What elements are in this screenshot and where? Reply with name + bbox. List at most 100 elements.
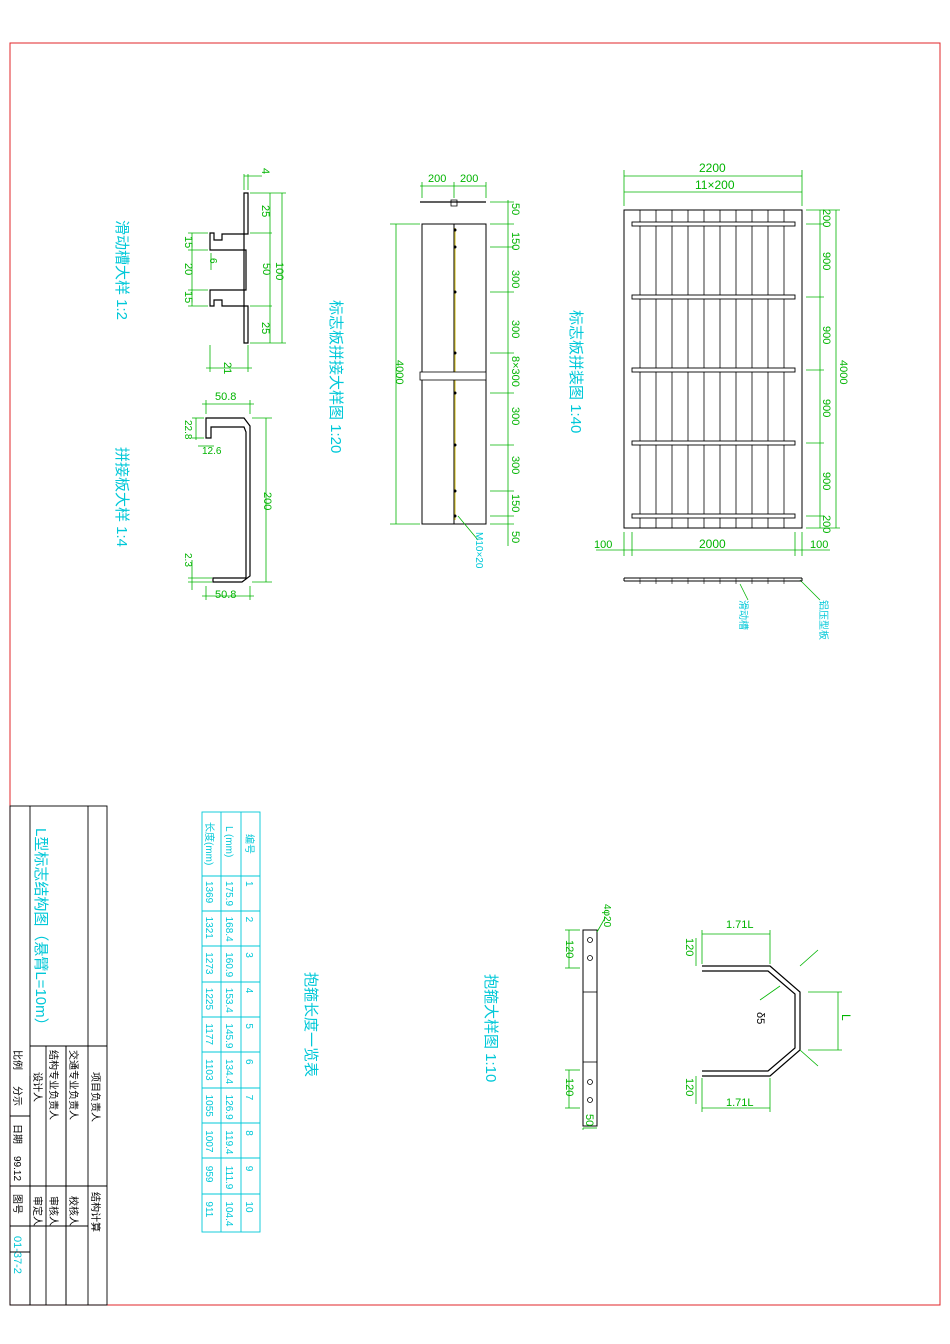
plate-dim-11x200: 11×200 [695,178,735,192]
joint-dim-228: 22.8 [182,420,193,440]
sign-plate-outline [623,209,803,529]
table-header-l: L (mm) [223,826,234,857]
joint-dim-8x300: 8×300 [509,356,521,387]
joint-dim-200: 200 [261,492,273,510]
joint-plate-title: 拼接板大样 1:4 [113,447,131,547]
joint-dim-4000: 4000 [393,360,405,384]
joint-dim-50b: 50 [509,531,521,543]
table-cell-no: 5 [243,1023,254,1029]
joint-dim-126: 12.6 [202,446,222,457]
drawing-frame [9,42,941,1306]
hoop-dim-171b: 1.71L [726,1097,754,1109]
table-cell-len: 1225 [203,988,214,1011]
table-cell-no: 3 [243,952,254,958]
slide-dim-100: 100 [273,262,285,280]
sign-joint-break [419,371,487,381]
table-cell-l: 145.9 [223,1023,234,1048]
sign-joint-title: 标志板拼接大样图 1:20 [327,300,345,453]
hoop-title: 抱箍大样图 1:10 [482,974,499,1082]
slide-dim-15a: 15 [182,236,194,248]
table-cell-l: 104.4 [223,1201,234,1226]
table-cell-l: 168.4 [223,917,234,942]
table-cell-l: 160.9 [223,952,234,977]
plate-dim-900a: 900 [820,252,832,270]
hoop-view: 抱箍大样图 1:10 4φ20 120 120 50 1.71L 120 [482,904,853,1130]
table-cell-no: 6 [243,1059,254,1065]
tb-date-label: 日期 [11,1124,23,1144]
slide-groove-view: 滑动槽大样 1:2 4 25 15 6 20 50 100 15 25 21 [113,168,286,374]
joint-dim-508a: 50.8 [215,391,236,403]
slide-dim-25b: 25 [259,322,271,334]
joint-dim-508b: 50.8 [215,589,236,601]
plate-dim-900d: 900 [820,472,832,490]
table-cell-len: 911 [203,1201,214,1217]
plate-label-extrusion: 铝压型板 [817,600,830,640]
joint-dim-150a: 150 [509,232,521,250]
slide-dim-6: 6 [207,258,218,264]
plate-dim-100a: 100 [594,539,612,551]
slide-dim-21: 21 [221,362,233,374]
table-cell-l: 119.4 [223,1130,234,1155]
hoop-dim-50: 50 [583,1114,595,1126]
tb-drawing-no-value: 01-37-2 [11,1236,23,1274]
anchor-table-title: 抱箍长度一览表 [302,972,319,1077]
hoop-dim-120b: 120 [563,1078,575,1096]
plate-label-slide: 滑动槽 [737,600,750,630]
tb-drawing-no-label: 图号 [11,1194,23,1214]
hoop-inner [702,970,796,1072]
table-cell-no: 10 [243,1201,254,1213]
plate-dim-900b: 900 [820,326,832,344]
tb-calc: 结构计算 [89,1192,102,1232]
tb-traffic-lead: 交通专业负责人 [67,1050,80,1120]
sign-plate-view: 标志板拼装图 1:40 [567,161,849,640]
plate-dim-200b: 200 [820,515,832,533]
tb-designer: 设计人 [31,1072,44,1102]
joint-plate-view: 拼接板大样 1:4 50.8 22.8 12.6 200 2.3 50.8 [113,391,273,601]
joint-bolt-spec: M10×20 [473,532,484,569]
joint-dim-300c: 300 [509,407,521,425]
hoop-dim-L: L [839,1014,853,1021]
hoop-dim-171a: 1.71L [726,919,754,931]
joint-dim-150b: 150 [509,494,521,512]
plate-dim-200a: 200 [820,209,832,227]
slide-dim-4: 4 [259,168,271,174]
table-cell-len: 1055 [203,1095,214,1118]
plate-dim-2200: 2200 [699,161,726,175]
joint-dim-300d: 300 [509,456,521,474]
table-cell-no: 4 [243,988,254,994]
table-cell-l: 134.4 [223,1059,234,1084]
joint-dim-50a: 50 [509,203,521,215]
sign-plate-section-ticks [639,578,785,584]
joint-dim-300b: 300 [509,320,521,338]
hoop-dim-120a: 120 [563,940,575,958]
table-cell-no: 2 [243,917,254,923]
plate-dim-4000: 4000 [837,360,849,384]
joint-dim-200a: 200 [428,173,446,185]
drawing-title: L型标志结构图（悬臂L=10m） [32,828,49,1033]
tb-date-value: 99.12 [11,1156,22,1181]
joint-plate-profile [205,417,251,583]
joint-dim-200b: 200 [460,173,478,185]
tb-reviewer: 审核人 [47,1196,60,1226]
joint-dim-300a: 300 [509,270,521,288]
plate-dim-900c: 900 [820,399,832,417]
table-cell-len: 1007 [203,1130,214,1153]
slide-groove-title: 滑动槽大样 1:2 [113,220,130,320]
tb-project-lead: 项目负责人 [89,1072,102,1122]
table-cell-l: 126.9 [223,1095,234,1120]
tb-scale-label: 比例 [11,1050,24,1070]
table-cell-no: 8 [243,1130,254,1136]
table-cell-no: 7 [243,1095,254,1101]
tb-checker: 校核人 [67,1196,80,1226]
table-cell-len: 1321 [203,917,214,940]
plate-dim-100b: 100 [810,539,828,551]
slide-dim-15b: 15 [182,291,194,303]
hoop-dim-120c: 120 [683,938,695,956]
sign-joint-bolts [453,228,457,518]
tb-approver: 审定人 [31,1196,44,1226]
slide-groove-profile [209,192,249,344]
table-cell-no: 1 [243,881,254,887]
table-cell-len: 959 [203,1166,214,1183]
hoop-dim-4phi20: 4φ20 [601,904,612,928]
